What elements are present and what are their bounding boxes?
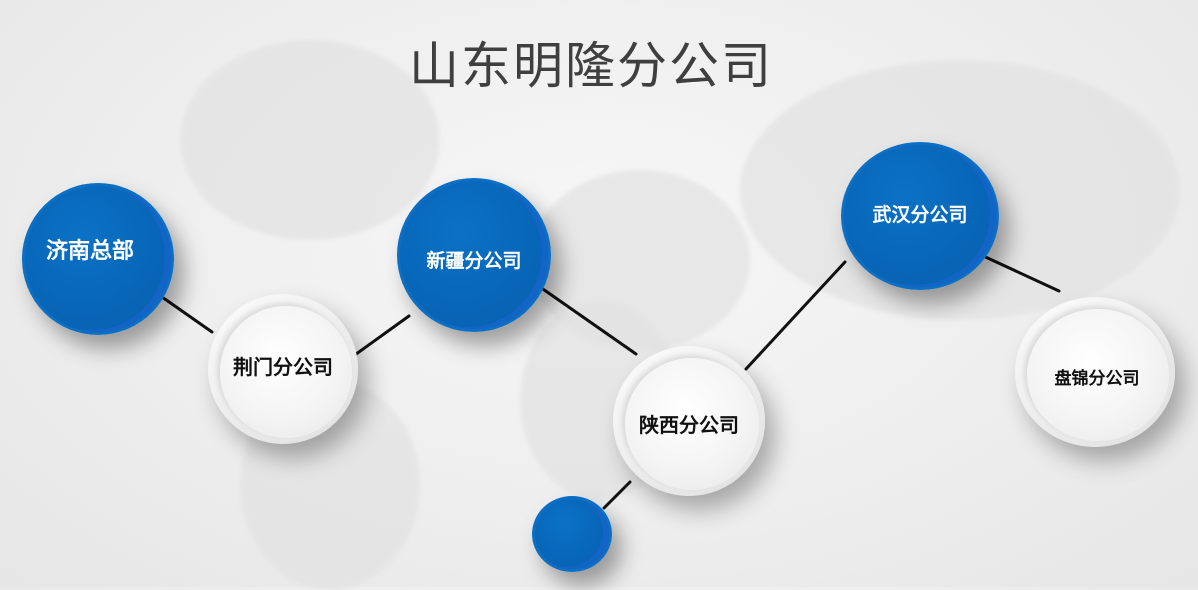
node-label: 济南总部 [45,239,134,264]
map-background [180,40,440,240]
node-label: 陕西分公司 [639,412,739,437]
node-inner-disc [1027,309,1169,441]
link-wuhan-panjin [977,252,1061,293]
node-inner-disc [220,306,352,438]
link-shaanxi-unlabeled [602,480,632,510]
node-unlabeled[interactable] [532,496,612,572]
node-jinan[interactable]: 济南总部 [22,183,174,335]
node-shaanxi[interactable]: 陕西分公司 [613,346,765,496]
node-label: 荆门分公司 [233,354,333,379]
page-title: 山东明隆分公司 [0,26,1198,98]
link-jinan-jingmen [160,295,214,334]
link-shaanxi-wuhan [744,260,847,371]
node-panjin[interactable]: 盘锦分公司 [1015,297,1175,447]
node-label: 新疆分公司 [426,249,522,272]
node-xinjiang[interactable]: 新疆分公司 [397,178,551,332]
node-inner-disc [625,358,759,490]
node-label: 盘锦分公司 [1054,368,1140,389]
link-xinjiang-shaanxi [538,285,638,356]
node-label: 武汉分公司 [872,203,968,226]
link-jingmen-xinjiang [350,314,411,359]
page-title-text: 山东明隆分公司 [409,37,773,95]
node-jingmen[interactable]: 荆门分公司 [208,294,358,444]
node-wuhan[interactable]: 武汉分公司 [841,142,999,290]
